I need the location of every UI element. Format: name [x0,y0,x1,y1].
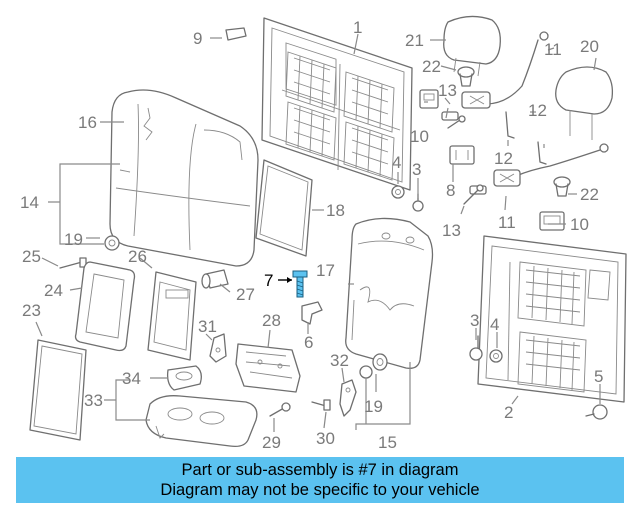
seat-back-cover [109,89,259,267]
guide-sleeve-lower [553,176,571,197]
bolt-29 [269,402,291,417]
callout-28: 28 [262,311,281,330]
washer-19-left [104,235,120,251]
callout-17: 17 [316,261,335,280]
callout-14: 14 [20,193,39,212]
banner-part-line: Part or sub-assembly is #7 in diagram [181,461,459,479]
release-cable [485,31,609,177]
armrest-bracket [147,271,197,361]
callout-22-upper: 22 [422,57,441,76]
callout-12-upper: 12 [528,101,547,120]
callout-11-upper: 11 [544,40,562,59]
armrest-pad [74,261,136,352]
callout-10-lower: 10 [570,215,589,234]
callout-6: 6 [304,333,313,352]
callout-27: 27 [236,285,255,304]
callout-26: 26 [128,247,147,266]
bolt-13-upper [447,115,466,129]
leader-lines [35,33,601,432]
bolt-3-lower [469,335,483,361]
callout-labels: 9 1 21 22 20 11 13 12 10 12 16 4 3 8 22 … [20,18,603,452]
nut-4-upper [391,185,405,199]
latch-lever-32 [339,379,357,417]
hinge-31 [209,333,227,363]
callout-34: 34 [122,369,141,388]
callout-21: 21 [405,31,424,50]
callout-31: 31 [198,317,217,336]
callout-19-right: 19 [364,397,383,416]
callout-13-upper: 13 [438,81,457,100]
callout-22-lower: 22 [580,185,599,204]
seat-back-cover-right [345,217,434,369]
mounting-rail [235,343,301,393]
parts-diagram: 9 1 21 22 20 11 13 12 10 12 16 4 3 8 22 … [20,15,627,452]
callout-33: 33 [84,391,103,410]
bolt-25 [59,257,87,269]
backboard-panel [29,339,87,441]
callout-32: 32 [330,351,349,370]
banner-disclaimer-line: Diagram may not be specific to your vehi… [160,481,480,499]
callout-11-lower: 11 [498,213,516,232]
plug-27 [201,269,229,289]
callout-3-upper: 3 [412,160,421,179]
guide-sleeve-upper [457,66,475,87]
clip-9 [225,27,247,41]
callout-30: 30 [316,429,335,448]
callout-9: 9 [193,29,202,48]
callout-1: 1 [353,18,362,37]
leader-7 [278,277,292,283]
callout-4-lower: 4 [490,315,499,334]
guide-12-upper [505,111,515,139]
armrest-cupholder [145,395,258,448]
callout-8: 8 [446,181,455,200]
washer-19-right [359,353,388,379]
callout-29: 29 [262,433,281,452]
callout-25: 25 [22,247,41,266]
bracket-8 [449,145,475,165]
callout-19-left: 19 [64,230,83,249]
switch-cover-lower [539,211,565,231]
guide-12-lower [537,141,547,165]
switch-cover-upper [419,89,439,109]
bolt-30 [311,399,331,411]
seat-back-panel [255,159,313,257]
callout-12-lower: 12 [494,149,513,168]
callout-5: 5 [594,367,603,386]
callout-10-upper: 10 [410,127,429,146]
callout-3-lower: 3 [470,311,479,330]
callout-4-upper: 4 [392,153,401,172]
bolt-7-highlighted [292,270,308,298]
callout-13-lower: 13 [442,221,461,240]
nut-4-lower [489,349,503,363]
callout-16: 16 [78,113,97,132]
callout-15: 15 [378,433,397,452]
cupholder-insert [166,365,202,391]
callout-18: 18 [326,201,345,220]
bolt-13-lower [463,184,484,205]
callout-2: 2 [504,403,513,422]
callout-23: 23 [22,301,41,320]
bolt-5 [585,404,608,420]
callout-24: 24 [44,281,63,300]
headrest-right [555,66,614,140]
callout-7: 7 [264,271,273,290]
headrest-left [443,15,501,77]
seat-back-frame [261,17,413,191]
bracket-6 [301,301,323,325]
callout-20: 20 [580,37,599,56]
part-info-banner: Part or sub-assembly is #7 in diagram Di… [16,457,624,503]
seat-back-frame-right [477,235,627,403]
